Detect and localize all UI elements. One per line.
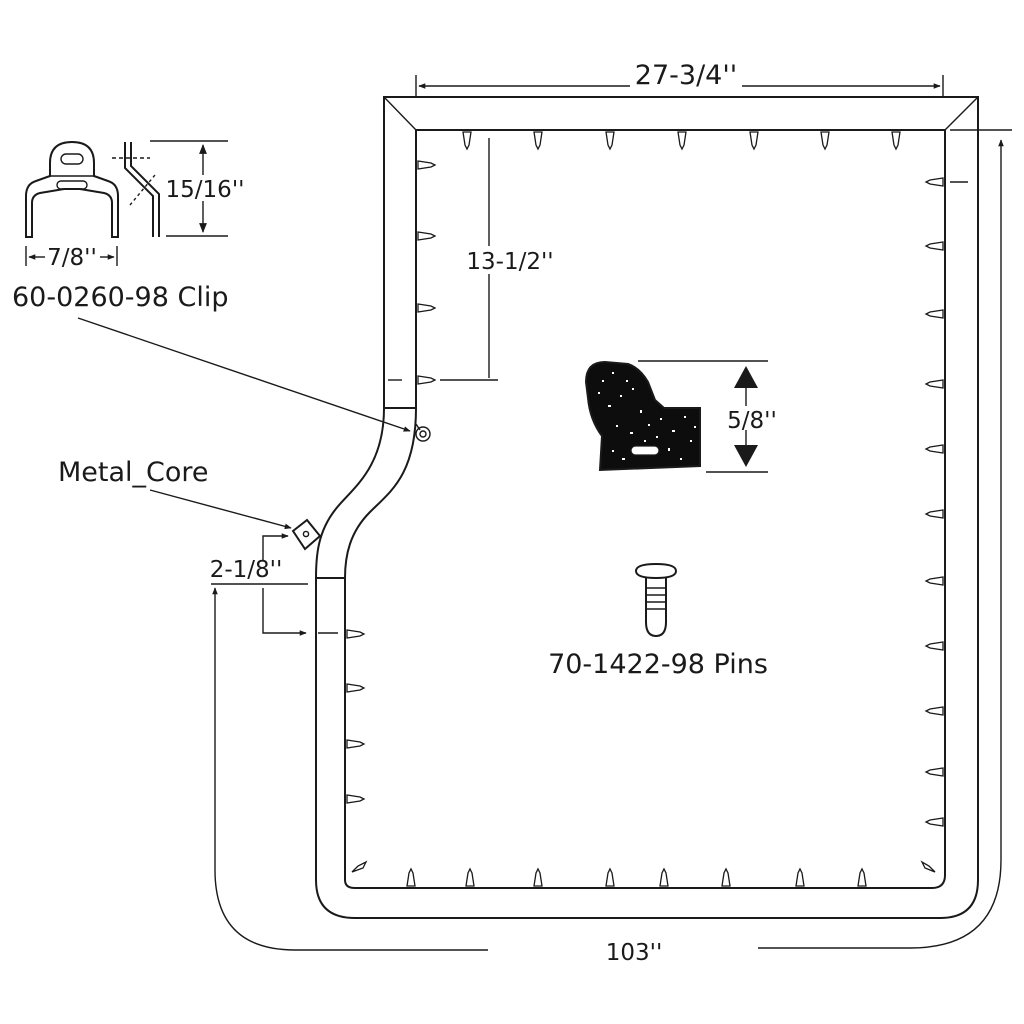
dim-top-width-label: 27-3/4'' [635,60,737,91]
pin-mark [857,867,867,887]
pin-mark [924,444,944,454]
pins-part-label: 70-1422-98 Pins [548,649,768,680]
metal-core: Metal_Core [58,457,322,551]
pin-mark [417,375,437,385]
dim-profile-height-label: 5/8'' [727,408,777,434]
pins-right [924,177,944,827]
clip-front-view [25,140,119,238]
pin-mark [346,739,366,749]
pin-mark [920,860,936,873]
dim-clip-height-label: 15/16'' [166,177,245,203]
dim-top-width: 27-3/4'' [415,60,944,97]
pin-mark [462,131,472,151]
pin-mark [346,629,366,639]
clip-attachment [415,423,431,442]
pin-mark [924,767,944,777]
pins-left-upper [417,160,437,385]
pin-mark [924,576,944,586]
dim-offset: 2-1/8'' [210,533,338,636]
pin-mark [605,867,615,887]
metal-core-label: Metal_Core [58,457,209,488]
seal-outline [315,96,979,919]
pin-mark [417,231,437,241]
pin-mark [351,860,368,873]
seal-profile [584,360,701,472]
pins-left-lower [346,629,366,804]
dim-upper-height-label: 13-1/2'' [466,249,553,275]
dim-clip-width: 7/8'' [25,245,118,271]
pin-mark [533,131,543,151]
clip-part-label: 60-0260-98 Clip [12,282,229,313]
pin-mark [721,867,731,887]
pin-mark [346,794,366,804]
pin-mark [924,641,944,651]
pin-mark [891,131,901,151]
pin-mark [924,706,944,716]
clip-side-view [112,142,160,237]
pin-mark [820,131,830,151]
pin-mark [465,867,475,887]
pin-mark [659,867,669,887]
pin-part: 70-1422-98 Pins [548,562,768,680]
arrow-down-icon [734,445,758,467]
pin-mark [795,867,805,887]
pin-mark [924,817,944,827]
arrow-up-icon [734,366,758,388]
pin-mark [417,160,437,170]
dim-offset-label: 2-1/8'' [210,557,283,583]
pin-mark [924,241,944,251]
pin-mark [417,303,437,313]
dim-clip-width-label: 7/8'' [47,245,97,271]
dim-total-length-label: 103'' [606,940,663,966]
dim-clip-height: 15/16'' [150,140,245,237]
pins-top-row [462,131,901,151]
pin-mark [346,683,366,693]
pin-mark [749,131,759,151]
pin-mark [605,131,615,151]
pin-mark [924,177,944,187]
dim-profile-height: 5/8'' [638,360,777,473]
pin-mark [533,867,543,887]
pins-bottom [351,860,936,887]
pin-mark [924,309,944,319]
clip-detail: 15/16'' 7/8'' 60-0260-98 Clip [12,140,411,432]
pin-mark [406,867,416,887]
pin-mark [924,509,944,519]
pin-mark [924,379,944,389]
s-bend-section [315,407,417,579]
pin-mark [677,131,687,151]
dim-upper-height: 13-1/2'' [388,138,568,381]
dim-total-length: 103'' [212,129,1012,966]
